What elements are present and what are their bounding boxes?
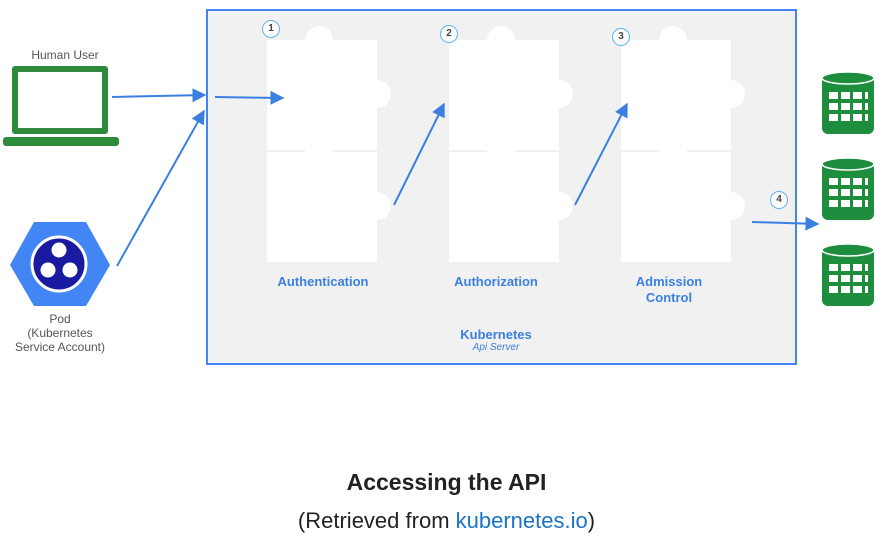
admission-control-puzzle-icon — [621, 26, 745, 262]
step-number-badge: 1 — [262, 20, 280, 38]
admission-control-label-line: Admission — [635, 274, 703, 289]
api-server-subtitle: Api Server — [472, 342, 520, 353]
source-link[interactable]: kubernetes.io — [455, 508, 588, 533]
database-icon — [821, 243, 875, 306]
entry-to-authentication-arrow — [214, 90, 285, 105]
admission-control-label-line: Control — [645, 290, 693, 305]
step-number-badge: 3 — [612, 28, 630, 46]
api-server-title: Kubernetes — [460, 327, 532, 342]
caption-source-suffix: ) — [587, 508, 596, 533]
caption-source-prefix: (Retrieved from — [297, 508, 456, 533]
pod-label-line: Pod — [49, 312, 71, 326]
step-number-badge: 4 — [770, 191, 788, 209]
admission-to-storage-arrow — [751, 216, 820, 231]
pod-label-line: Service Account) — [14, 340, 106, 354]
database-icon — [821, 157, 875, 220]
caption-title: Accessing the API — [346, 469, 547, 495]
user-to-server-arrow — [111, 88, 207, 103]
pod-label-line: (Kubernetes — [27, 326, 93, 340]
authentication-to-authorization-arrow — [393, 102, 445, 206]
step-number-badge: 2 — [440, 25, 458, 43]
authorization-puzzle-icon — [449, 26, 573, 262]
authorization-label: Authorization — [454, 274, 538, 289]
pod-hexagon-icon — [10, 222, 110, 306]
human-user-label: Human User — [31, 48, 99, 62]
laptop-icon — [3, 66, 119, 146]
database-icon — [821, 71, 875, 134]
authorization-to-admission-arrow — [574, 102, 628, 206]
authentication-label: Authentication — [277, 274, 369, 289]
pod-to-server-arrow — [116, 109, 205, 267]
authentication-puzzle-icon — [267, 26, 391, 262]
caption-source: (Retrieved from kubernetes.io) — [0, 508, 893, 534]
admission-control-label: Admission Control — [599, 274, 739, 306]
pod-label: Pod (Kubernetes Service Account) — [4, 312, 116, 354]
